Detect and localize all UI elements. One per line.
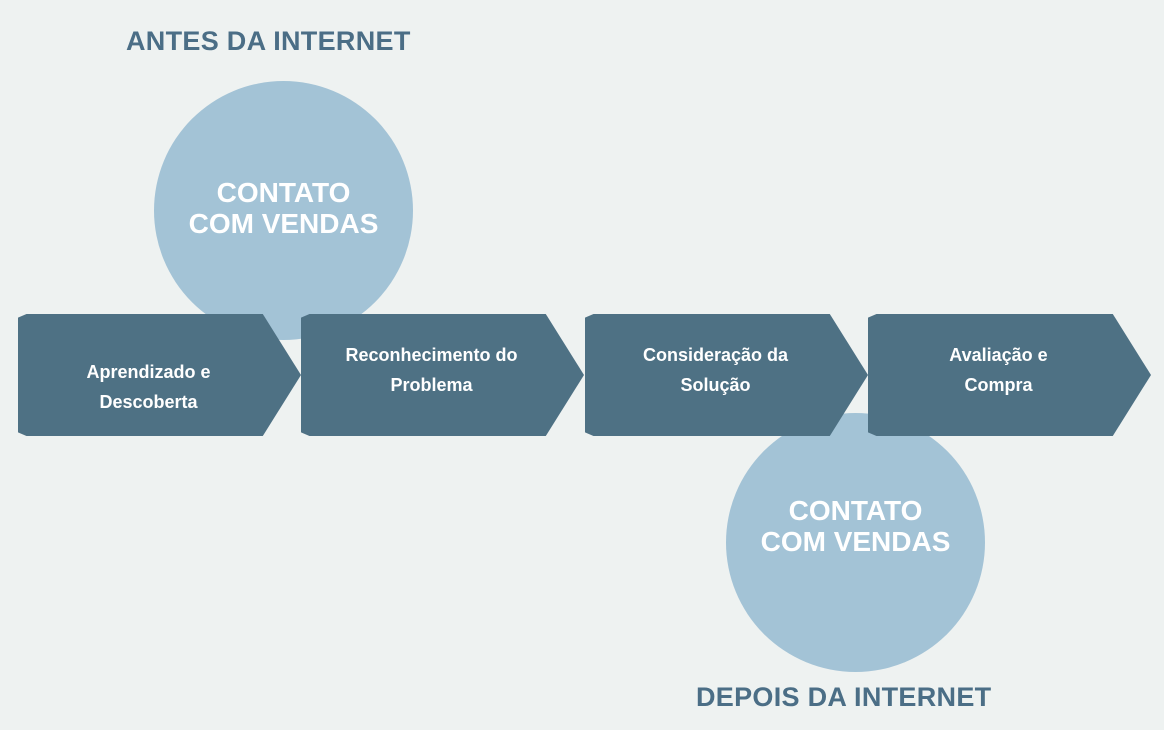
stage-evaluation-purchase: Avaliação e Compra: [868, 314, 1151, 436]
stage-problem-recognition: Reconhecimento do Problema: [301, 314, 584, 436]
stage-label: Consideração da Solução: [642, 345, 789, 395]
stage-label: Aprendizado e Descoberta: [86, 362, 211, 412]
stage-learning-discovery: Aprendizado e Descoberta: [18, 314, 301, 436]
before-internet-heading: ANTES DA INTERNET: [126, 26, 411, 56]
sales-contact-circle-after: CONTATO COM VENDAS: [726, 413, 985, 672]
sales-contact-label-before: CONTATO COM VENDAS: [188, 177, 379, 239]
stage-label: Reconhecimento do Problema: [345, 345, 518, 395]
sales-contact-label-after: CONTATO COM VENDAS: [760, 495, 951, 557]
after-internet-heading: DEPOIS DA INTERNET: [696, 682, 992, 712]
sales-contact-circle-before: CONTATO COM VENDAS: [154, 81, 413, 340]
stage-label: Avaliação e Compra: [949, 345, 1048, 395]
stage-solution-consideration: Consideração da Solução: [585, 314, 868, 436]
